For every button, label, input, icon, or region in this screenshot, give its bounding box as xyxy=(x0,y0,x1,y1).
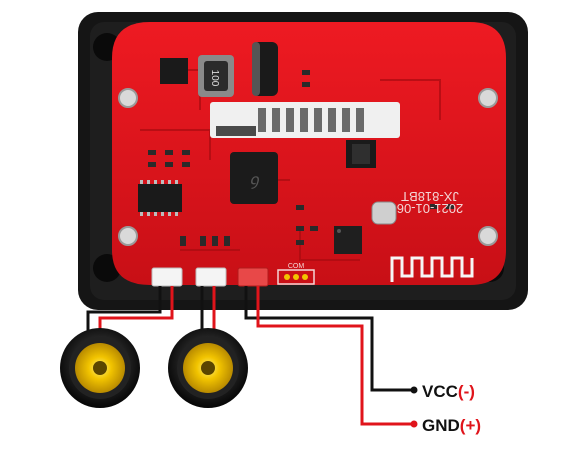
inductor: 100 xyxy=(198,55,234,97)
display-connector xyxy=(210,102,400,138)
black-component: ꝯ xyxy=(230,152,278,204)
wire-vcc xyxy=(244,286,412,392)
transistor xyxy=(346,140,376,168)
vcc-polarity: (-) xyxy=(457,382,475,401)
mount-hole xyxy=(478,226,498,246)
vcc-terminal-dot xyxy=(410,386,418,394)
board-date: 2021-01-06 xyxy=(397,201,464,216)
mount-hole xyxy=(118,226,138,246)
capacitor xyxy=(252,42,278,96)
speaker-icon xyxy=(168,328,248,408)
power-connector xyxy=(237,267,269,287)
com-label: COM xyxy=(288,263,305,270)
speaker-connector-left xyxy=(151,267,183,287)
vcc-label: VCC(-) xyxy=(422,382,475,402)
wires xyxy=(86,286,412,426)
speaker-icon xyxy=(60,328,140,408)
gnd-name: GND xyxy=(422,416,460,435)
amplifier-chip xyxy=(138,180,182,216)
inductor-code: 100 xyxy=(209,70,220,87)
red-pcb: 100 ꝯ xyxy=(112,22,506,287)
wire-left-black xyxy=(86,286,162,336)
speaker-connector-right xyxy=(195,267,227,287)
regulator-chip xyxy=(160,58,188,84)
svg-text:ꝯ: ꝯ xyxy=(249,172,259,189)
board-model: JX-818BT xyxy=(401,189,459,204)
gnd-label: GND(+) xyxy=(422,416,481,436)
gnd-polarity: (+) xyxy=(459,416,482,435)
bluetooth-chip xyxy=(334,226,362,254)
pcb-antenna-icon xyxy=(390,256,474,282)
wire-gnd xyxy=(256,286,412,426)
com-connector: COM xyxy=(277,263,315,285)
mount-hole xyxy=(478,88,498,108)
gnd-terminal-dot xyxy=(410,420,418,428)
wire-left-red xyxy=(98,286,174,336)
mount-hole xyxy=(118,88,138,108)
vcc-name: VCC xyxy=(422,382,458,401)
crystal xyxy=(371,201,397,225)
